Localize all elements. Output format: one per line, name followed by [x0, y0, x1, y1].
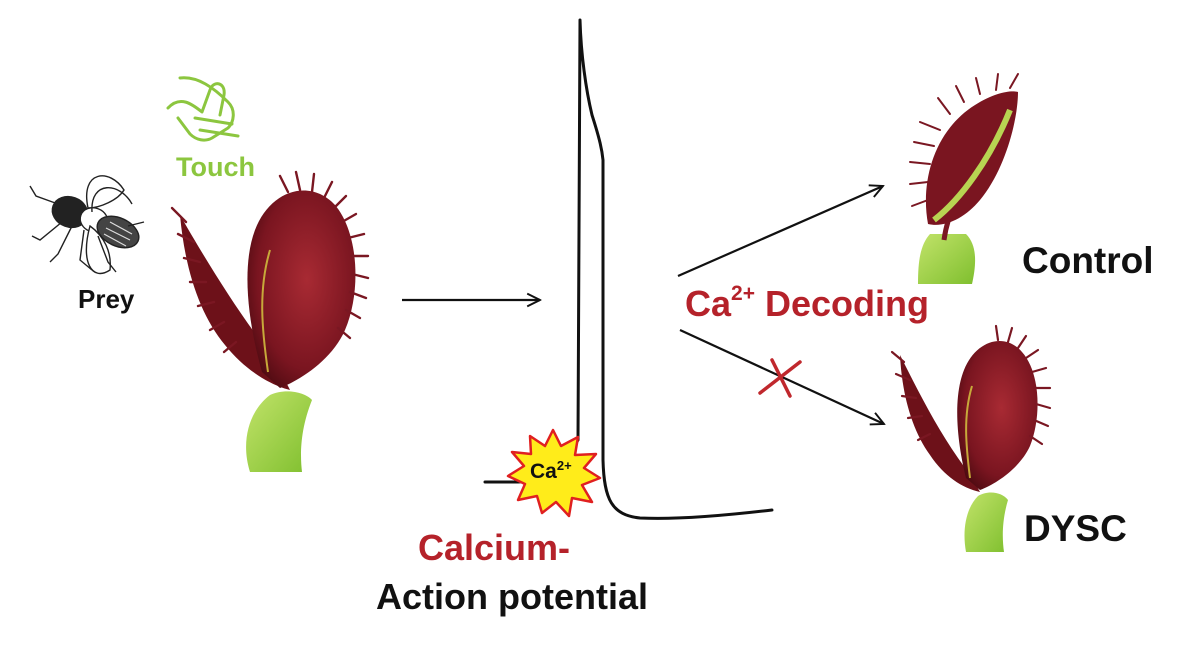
action-potential-label: Action potential — [376, 576, 648, 617]
ca-badge-charge: 2+ — [557, 458, 572, 473]
prey-label: Prey — [78, 284, 135, 314]
venus-flytrap-open — [170, 170, 370, 472]
hand-touch-icon — [166, 76, 240, 142]
calcium-burst-icon: Ca2+ — [506, 428, 602, 518]
decoding-base: Ca — [685, 283, 732, 324]
dysc-label: DYSC — [1024, 508, 1127, 549]
svg-text:Ca2+: Ca2+ — [530, 458, 572, 483]
venus-flytrap-dysc — [890, 324, 1052, 552]
blocked-x-icon — [758, 358, 802, 398]
arrow-to-control — [677, 186, 883, 278]
calcium-label: Calcium- — [418, 527, 571, 568]
decoding-charge: 2+ — [731, 282, 755, 305]
fly-icon — [29, 175, 145, 275]
control-label: Control — [1022, 240, 1154, 281]
ca-badge-base: Ca — [530, 460, 557, 483]
venus-flytrap-closed — [909, 73, 1019, 284]
touch-label: Touch — [176, 152, 255, 182]
decoding-rest: Decoding — [754, 283, 929, 324]
ca-decoding-label: Ca2+ Decoding — [685, 283, 929, 325]
action-potential-trace — [483, 18, 774, 520]
